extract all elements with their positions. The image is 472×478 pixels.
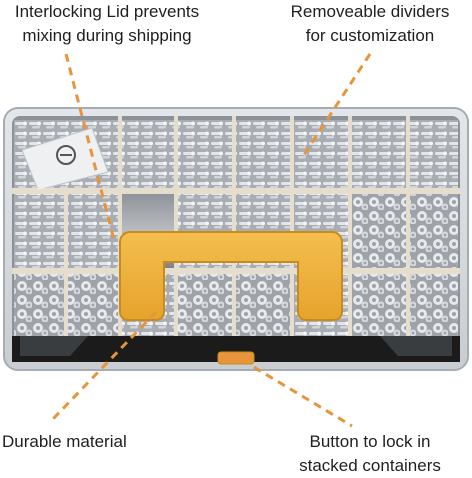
callout-lid-line1: Interlocking Lid prevents [14, 2, 200, 21]
callout-durable-material: Durable material [2, 430, 162, 454]
callout-lock-button: Button to lock in stacked containers [283, 430, 457, 478]
callout-button-line2: stacked containers [299, 456, 441, 475]
callout-leader-lines [50, 53, 372, 428]
callout-removeable-dividers: Removeable dividers for customization [270, 0, 470, 48]
carry-handle[interactable] [119, 231, 343, 321]
case-base [12, 336, 460, 362]
callout-button-line1: Button to lock in [309, 432, 431, 451]
callout-dividers-line2: for customization [305, 26, 435, 45]
callout-interlocking-lid: Interlocking Lid prevents mixing during … [0, 0, 214, 48]
product-label-icon [21, 127, 109, 191]
callout-lid-line2: mixing during shipping [22, 26, 192, 45]
callout-material-line1: Durable material [2, 432, 127, 451]
callout-dividers-line1: Removeable dividers [290, 2, 450, 21]
lock-button[interactable] [217, 351, 255, 365]
removeable-dividers [12, 116, 460, 336]
